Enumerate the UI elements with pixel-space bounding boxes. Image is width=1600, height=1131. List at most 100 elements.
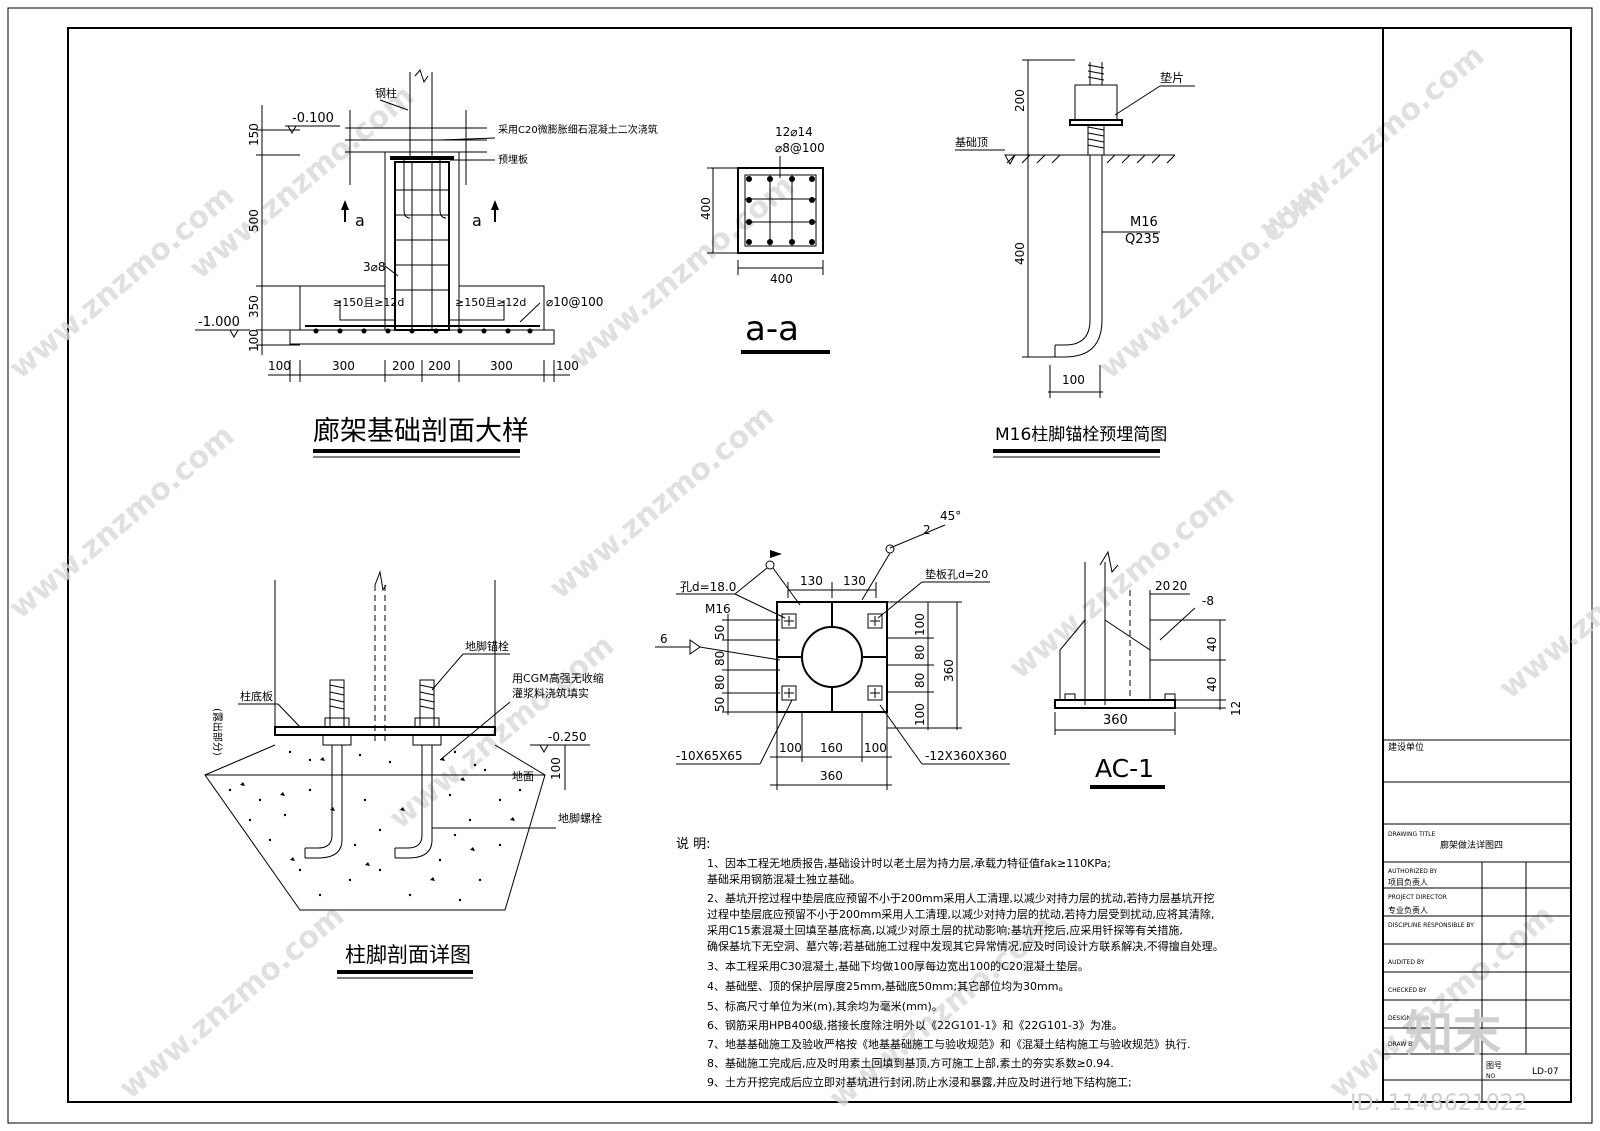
note-line-10: 6、钢筋采用HPB400级,搭接长度除注明外以《22G101-1》和《22G10… xyxy=(707,1018,1123,1032)
dim-bottom-160: 160 xyxy=(820,741,843,755)
footing-rebar-dots xyxy=(313,328,533,334)
tb-sheet-no-label: 图号 xyxy=(1486,1061,1502,1070)
ac1-bolts xyxy=(1064,693,1176,701)
dim-500: 500 xyxy=(247,209,261,232)
title-anchor-bolt: M16柱脚锚栓预埋简图 xyxy=(995,425,1167,445)
dim-left-80-top: 80 xyxy=(713,651,727,666)
label-elev-top: -0.100 xyxy=(292,111,334,126)
dim-right-80-bottom: 80 xyxy=(913,673,927,688)
watermark-site-11: www.znzmo.com xyxy=(113,898,351,1106)
tb-designed-by: DESIGNED BY xyxy=(1388,1015,1429,1022)
label-washer: 垫片 xyxy=(1160,70,1184,85)
dim-h-300-right: 300 xyxy=(490,359,513,373)
dim-aa-height: 400 xyxy=(699,197,713,220)
dim-h-100-left: 100 xyxy=(268,359,291,373)
label-grout-2: 灌浆料浇筑填实 xyxy=(512,686,589,700)
tb-no-label: NO xyxy=(1486,1073,1495,1080)
dim-col-100: 100 xyxy=(549,757,563,780)
label-bolt-size: M16 xyxy=(1130,215,1158,230)
label-foundation-top: 基础顶 xyxy=(955,136,988,149)
dim-right-100-top: 100 xyxy=(913,613,927,636)
notes-heading: 说 明: xyxy=(676,837,711,852)
label-exposed: (露出部分) xyxy=(211,708,224,756)
dim-bolt-400: 400 xyxy=(1013,242,1027,265)
base-plate-plan: 130 130 50 80 80 50 100 80 80 100 360 10… xyxy=(655,509,1010,790)
dim-bottom-360: 360 xyxy=(820,769,843,783)
label-lap-right: ≥150且≥12d xyxy=(455,296,526,309)
dim-bottom-100-left: 100 xyxy=(779,741,802,755)
watermark-site-8: www.znzmo.com xyxy=(1003,478,1241,686)
bolt-holes xyxy=(781,613,883,701)
note-line-6: 确保基坑下无空洞、墓穴等;若基础施工过程中发现其它异常情况,应及时同设计方联系解… xyxy=(707,939,1224,953)
tb-drawing-title-label: DRAWING TITLE xyxy=(1388,831,1436,838)
tb-sheet-no: LD-07 xyxy=(1532,1067,1559,1077)
foundation-section: 150 500 350 100 100 300 200 200 300 100 … xyxy=(195,68,658,458)
title-section-aa: a-a xyxy=(745,309,799,349)
watermark-site-6: www.znzmo.com xyxy=(3,418,241,626)
corner-watermark: 知末 ID: 1148621022 xyxy=(1350,1006,1528,1116)
dim-ac1-12: 12 xyxy=(1229,701,1243,716)
label-embed-plate: 预埋板 xyxy=(498,153,528,166)
title-foundation-section: 廊架基础剖面大样 xyxy=(313,416,529,447)
tb-checked-by: CHECKED BY xyxy=(1388,987,1427,994)
tb-discipline-en: DISCIPLINE RESPONSIBLE BY xyxy=(1388,922,1474,929)
dim-left-50-top: 50 xyxy=(713,625,727,640)
label-steel-column: 钢柱 xyxy=(375,86,397,100)
watermark-site-5: www.znzmo.com xyxy=(1253,38,1491,246)
note-line-8: 4、基础壁、顶的保护层厚度25mm,基础底50mm;其它部位均为30mm。 xyxy=(707,979,1069,993)
dim-h-100-right: 100 xyxy=(556,359,579,373)
tb-drawing-title: 廊架做法详图四 xyxy=(1440,839,1503,851)
dim-h-300-left: 300 xyxy=(332,359,355,373)
label-ac1-plate: -8 xyxy=(1202,594,1214,608)
tb-discipline-leader: 专业负责人 xyxy=(1388,905,1428,915)
label-aa-main-rebar: 12⌀14 xyxy=(775,125,813,139)
label-lap-left: ≥150且≥12d xyxy=(333,296,404,309)
anchor-bolt-diagram: 基础顶 垫片 M16 Q235 200 400 100 M16柱脚锚栓预埋简图 xyxy=(955,59,1195,458)
label-base-plate: 柱底板 xyxy=(240,689,273,703)
label-bolt-grade: Q235 xyxy=(1125,232,1160,247)
label-grout-note: 采用C20微膨胀细石混凝土二次浇筑 xyxy=(498,123,658,136)
note-line-7: 3、本工程采用C30混凝土,基础下均做100厚每边宽出100的C20混凝土垫层。 xyxy=(707,959,1089,973)
dim-left-50-bottom: 50 xyxy=(713,697,727,712)
label-stiffener: -10X65X65 xyxy=(676,749,743,763)
label-cut-a-right: a xyxy=(472,211,482,230)
note-line-11: 7、地基基础施工及验收严格按《地基基础施工与验收规范》和《混凝土结构施工与验收规… xyxy=(707,1037,1191,1051)
dim-ac1-20-right: 20 xyxy=(1172,579,1187,593)
dim-ac1-20-left: 20 xyxy=(1155,579,1170,593)
tb-authorized-by: AUTHORIZED BY xyxy=(1388,868,1438,875)
note-line-9: 5、标高尺寸单位为米(m),其余均为毫米(mm)。 xyxy=(707,999,943,1013)
ground-hatch xyxy=(1006,154,1176,164)
dim-right-80-top: 80 xyxy=(913,645,927,660)
label-weld-6: 6 xyxy=(660,632,668,646)
note-line-5: 采用C15素混凝土回填至基底标高,以减少对原土层的扰动影响;基坑开挖后,应采用钎… xyxy=(707,923,1183,937)
bolt-thread xyxy=(1087,64,1105,149)
label-hole: 孔d=18.0 xyxy=(680,580,736,594)
title-block: 建设单位 DRAWING TITLE 廊架做法详图四 AUTHORIZED BY… xyxy=(1382,28,1571,1102)
dim-right-360: 360 xyxy=(942,659,956,682)
watermark-site-9: www.znzmo.com xyxy=(1493,498,1600,706)
label-angle: 45° xyxy=(940,509,961,523)
label-grout-1: 用CGM高强无收缩 xyxy=(512,671,604,685)
label-anchor-bolt: 地脚锚栓 xyxy=(465,639,509,653)
tb-project-leader: 项目负责人 xyxy=(1388,877,1428,887)
dim-left-80-bottom: 80 xyxy=(713,675,727,690)
label-plan-m16: M16 xyxy=(705,602,731,616)
dim-ac1-360: 360 xyxy=(1103,713,1128,728)
ac1-detail: 20 20 -8 40 40 12 360 AC-1 xyxy=(1054,550,1243,789)
section-aa-rebar xyxy=(746,176,815,245)
dim-h-200-left: 200 xyxy=(392,359,415,373)
title-column-foot: 柱脚剖面详图 xyxy=(345,943,471,967)
note-line-12: 8、基础施工完成后,应及时用素土回填到基顶,方可施工上部,素土的夯实系数≥0.9… xyxy=(707,1056,1114,1070)
corner-logo: 知末 xyxy=(1405,1006,1501,1062)
label-elev-bottom: -1.000 xyxy=(198,315,240,330)
label-washer-hole: 垫板孔d=20 xyxy=(925,567,988,581)
column-foot-detail: 地脚锚栓 用CGM高强无收缩 灌浆料浇筑填实 柱底板 (露出部分) -0.250… xyxy=(204,570,604,979)
dim-top-130-left: 130 xyxy=(800,574,823,588)
note-line-4: 过程中垫层底应预留不小于200mm采用人工清理,以减少对持力层的扰动,若持力层受… xyxy=(707,907,1214,921)
dim-bottom-100-right: 100 xyxy=(864,741,887,755)
inner-frame xyxy=(67,27,1572,1103)
watermark-site-7: www.znzmo.com xyxy=(543,398,781,606)
section-aa: 12⌀14 ⌀8@100 400 400 a-a xyxy=(699,125,830,354)
concrete-speckle xyxy=(228,750,522,902)
